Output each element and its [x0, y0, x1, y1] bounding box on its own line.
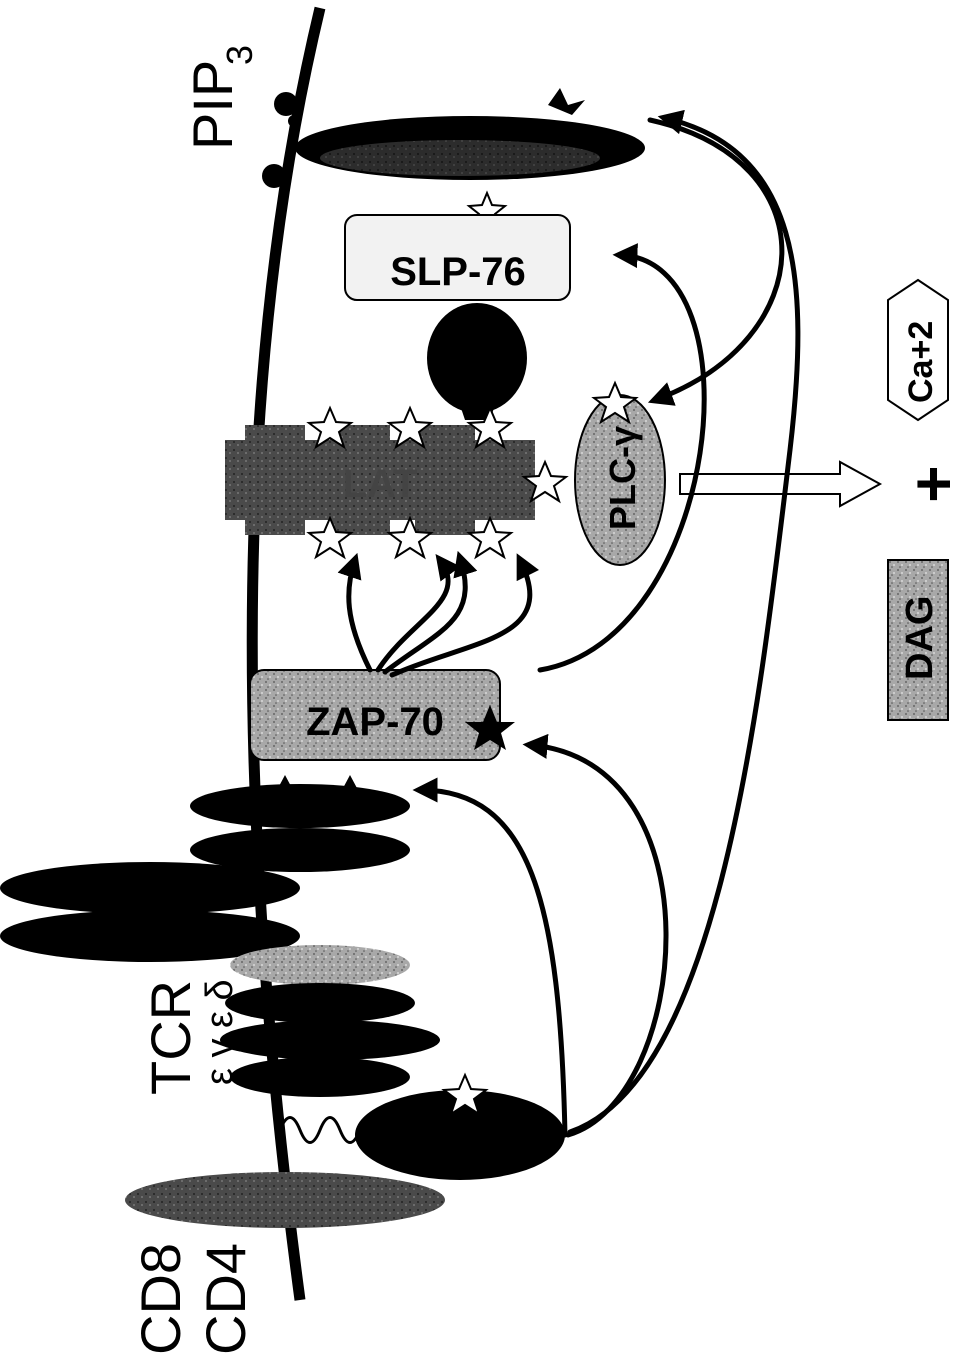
lat-label: LAT	[343, 462, 418, 506]
zap70-label: ZAP-70	[306, 700, 444, 744]
calcium-ion: Ca+2	[888, 280, 948, 420]
plc-gamma-protein: PLC-γ	[575, 383, 665, 565]
slp76-label: SLP-76	[390, 250, 526, 294]
zap70-box: ZAP-70	[250, 670, 515, 760]
arrow-lck-to-zeta	[420, 790, 565, 1135]
tcr-alpha-beta	[0, 862, 300, 962]
tcr-chains-label: ε γ ε δ	[199, 979, 241, 1085]
slp76-box: SLP-76	[345, 215, 570, 300]
pip3-subscript: 3	[219, 45, 260, 65]
arrow-lck-to-itk	[570, 118, 798, 1132]
dag-label: DAG	[899, 596, 941, 680]
cd4-label: CD4	[194, 1243, 257, 1355]
plc-label: PLC-γ	[602, 426, 643, 530]
cd3-chains	[220, 945, 440, 1097]
cd8-label: CD8	[129, 1243, 192, 1355]
arrow-zap70-to-lat-1	[349, 560, 370, 670]
cd4-cd8-coreceptor	[125, 1172, 445, 1228]
arrow-itk-to-plc	[650, 120, 782, 400]
gads-protein	[427, 303, 527, 413]
tcr-label: TCR	[139, 980, 202, 1095]
zeta-chains	[190, 775, 410, 872]
plus-sign: +	[897, 465, 969, 502]
calcium-label: Ca+2	[902, 321, 940, 403]
arrow-zap70-to-lat-4	[392, 560, 530, 675]
cell-membrane	[252, 8, 320, 1300]
plc-output-arrow	[680, 462, 880, 506]
itk-protein	[295, 88, 645, 180]
lat-protein: LAT	[225, 425, 535, 535]
pip3-label: PIP	[181, 60, 244, 150]
dag-molecule: DAG	[888, 560, 948, 720]
